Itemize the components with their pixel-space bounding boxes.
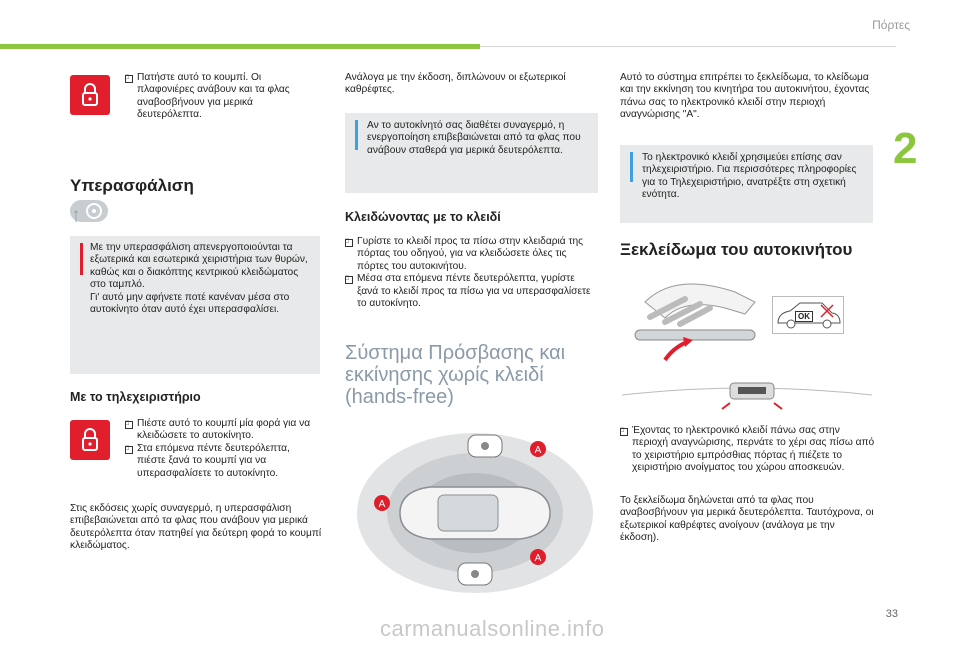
heading-key-lock: Κλειδώνοντας με το κλειδί <box>345 210 501 224</box>
header-accent-bar <box>0 44 480 49</box>
info-marker <box>355 120 358 150</box>
recognition-zone-diagram: A A A <box>350 425 600 600</box>
info-box <box>620 145 873 223</box>
lock-button-icon <box>70 75 110 115</box>
warning-box <box>70 236 320 374</box>
key-fob-icon <box>457 562 493 586</box>
boot-handle-illustration <box>621 375 873 420</box>
deadlock-note: Στις εκδόσεις χωρίς συναγερμό, η υπερασφ… <box>70 503 322 552</box>
list-item: Γυρίστε το κλειδί προς τα πίσω στην κλει… <box>345 236 597 273</box>
warning-text: Με την υπερασφάλιση απενεργοποιούνται τα… <box>90 242 308 316</box>
unlock-note: Το ξεκλείδωμα δηλώνεται από τα φλας που … <box>620 495 874 544</box>
car-ok-illustration: OK <box>772 296 844 334</box>
warning-marker <box>80 243 83 275</box>
list-item: Πιέστε αυτό το κουμπί μία φορά για να κλ… <box>125 418 320 443</box>
ok-label: OK <box>795 311 813 322</box>
heading-deadlock: Υπερασφάλιση <box>70 176 194 195</box>
info-text: Το ηλεκτρονικό κλειδί χρησιμεύει επίσης … <box>642 152 857 201</box>
info-text: Αν το αυτοκίνητό σας διαθέτει συναγερμό,… <box>367 120 581 156</box>
system-description: Αυτό το σύστημα επιτρέπει το ξεκλείδωμα,… <box>620 72 870 121</box>
zone-label: A <box>535 445 542 456</box>
lock-button-icon <box>70 420 110 460</box>
door-handle-hand-illustration <box>625 272 765 372</box>
zone-label: A <box>535 553 542 564</box>
header-rule <box>480 46 896 47</box>
list-item: Στα επόμενα πέντε δευτερόλεπτα, πιέστε ξ… <box>125 443 320 480</box>
zone-label: A <box>379 499 386 510</box>
steering-wheel-icon <box>72 200 112 229</box>
page-number: 33 <box>885 608 898 620</box>
list-item: Έχοντας το ηλεκτρονικό κλειδί πάνω σας σ… <box>620 425 876 475</box>
key-fob-icon <box>467 434 503 458</box>
heading-unlock: Ξεκλείδωμα του αυτοκινήτου <box>620 240 853 259</box>
chapter-number: 2 <box>893 124 918 173</box>
heading-remote: Με το τηλεχειριστήριο <box>70 390 201 404</box>
section-label: Πόρτες <box>872 18 910 32</box>
info-box <box>345 113 598 193</box>
hands-free-title: Σύστημα Πρόσβασης και εκκίνησης χωρίς κλ… <box>345 342 566 408</box>
watermark: carmanualsonline.info <box>380 616 605 641</box>
list-item: Πατήστε αυτό το κουμπί. Οι πλαφονιέρες α… <box>125 72 315 122</box>
mirrors-note: Ανάλογα με την έκδοση, διπλώνουν οι εξωτ… <box>345 72 566 96</box>
list-item: Μέσα στα επόμενα πέντε δευτερόλεπτα, γυρ… <box>345 273 597 310</box>
info-marker <box>630 152 633 182</box>
